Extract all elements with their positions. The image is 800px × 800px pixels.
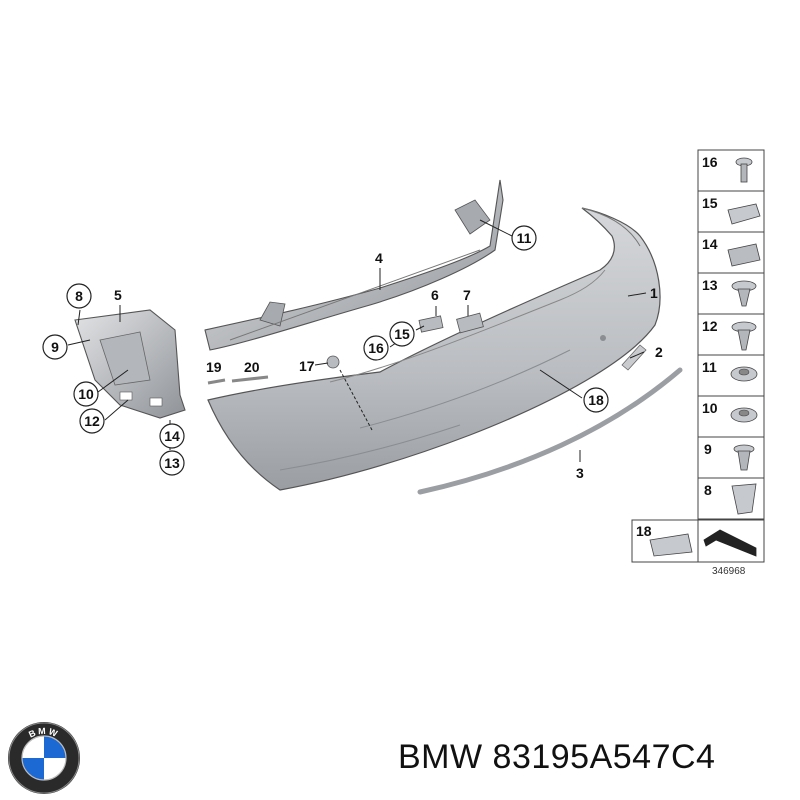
- reflector: [621, 344, 647, 371]
- callout-18: 18: [588, 392, 604, 408]
- grommet-icon: [730, 366, 758, 382]
- nut-icon: [730, 407, 758, 423]
- bmw-logo: BMW: [8, 722, 80, 794]
- legend-item-10: 10: [702, 400, 718, 416]
- part-20: [231, 375, 269, 383]
- trim-strip: [417, 367, 683, 495]
- callout-2: 2: [655, 344, 663, 360]
- part-19: [207, 378, 226, 385]
- legend-item-8: 8: [704, 482, 712, 498]
- strip-profile-icon: [703, 529, 757, 557]
- part-number-label: BMW 83195A547C4: [398, 738, 716, 776]
- legend-item-15: 15: [702, 195, 718, 211]
- expanding-rivet-icon: [731, 280, 757, 307]
- callout-13: 13: [164, 455, 180, 471]
- parts-legend: 16 15 14 13 12 11 10 9 8: [631, 149, 765, 577]
- callout-4: 4: [375, 250, 383, 266]
- callout-6: 6: [431, 287, 439, 303]
- legend-item-14: 14: [702, 236, 718, 252]
- leader-lines: [67, 219, 647, 462]
- callout-20: 20: [244, 359, 260, 375]
- callout-9: 9: [51, 339, 59, 355]
- spring-clip-icon: [727, 243, 761, 267]
- callout-15: 15: [394, 326, 410, 342]
- callout-8: 8: [75, 288, 83, 304]
- diagram-number: 346968: [712, 566, 746, 577]
- svg-text:BMW: BMW: [27, 726, 61, 740]
- retainer-icon: [649, 533, 693, 557]
- callout-16: 16: [368, 340, 384, 356]
- bmw-logo-text: BMW: [27, 726, 59, 740]
- callout-5: 5: [114, 287, 122, 303]
- legend-item-18: 18: [636, 523, 652, 539]
- part-6: [418, 315, 444, 333]
- callout-3: 3: [576, 465, 584, 481]
- bumper-carrier: [204, 179, 504, 351]
- callout-10: 10: [78, 386, 94, 402]
- part-17: [326, 355, 340, 369]
- callout-14: 14: [164, 428, 180, 444]
- callout-1: 1: [650, 285, 658, 301]
- callout-17: 17: [299, 358, 315, 374]
- clip-icon: [733, 444, 755, 471]
- side-bracket: [74, 309, 186, 419]
- part-7: [456, 312, 484, 334]
- legend-item-11: 11: [702, 359, 717, 375]
- bumper-cover: [207, 207, 661, 491]
- screw-icon: [735, 157, 753, 183]
- push-rivet-icon: [731, 321, 757, 351]
- legend-item-9: 9: [704, 441, 712, 457]
- callout-19: 19: [206, 359, 222, 375]
- callout-11: 11: [517, 230, 532, 246]
- clip-nut-icon: [727, 203, 761, 225]
- callouts: 1 2 3 4 5 6 7 17 19 20 8 9 10 11 12 13 1…: [42, 225, 663, 481]
- legend-item-12: 12: [702, 318, 718, 334]
- legend-item-13: 13: [702, 277, 718, 293]
- callout-7: 7: [463, 287, 471, 303]
- bracket-clip-icon: [731, 483, 757, 515]
- callout-12: 12: [84, 413, 100, 429]
- legend-item-16: 16: [702, 154, 718, 170]
